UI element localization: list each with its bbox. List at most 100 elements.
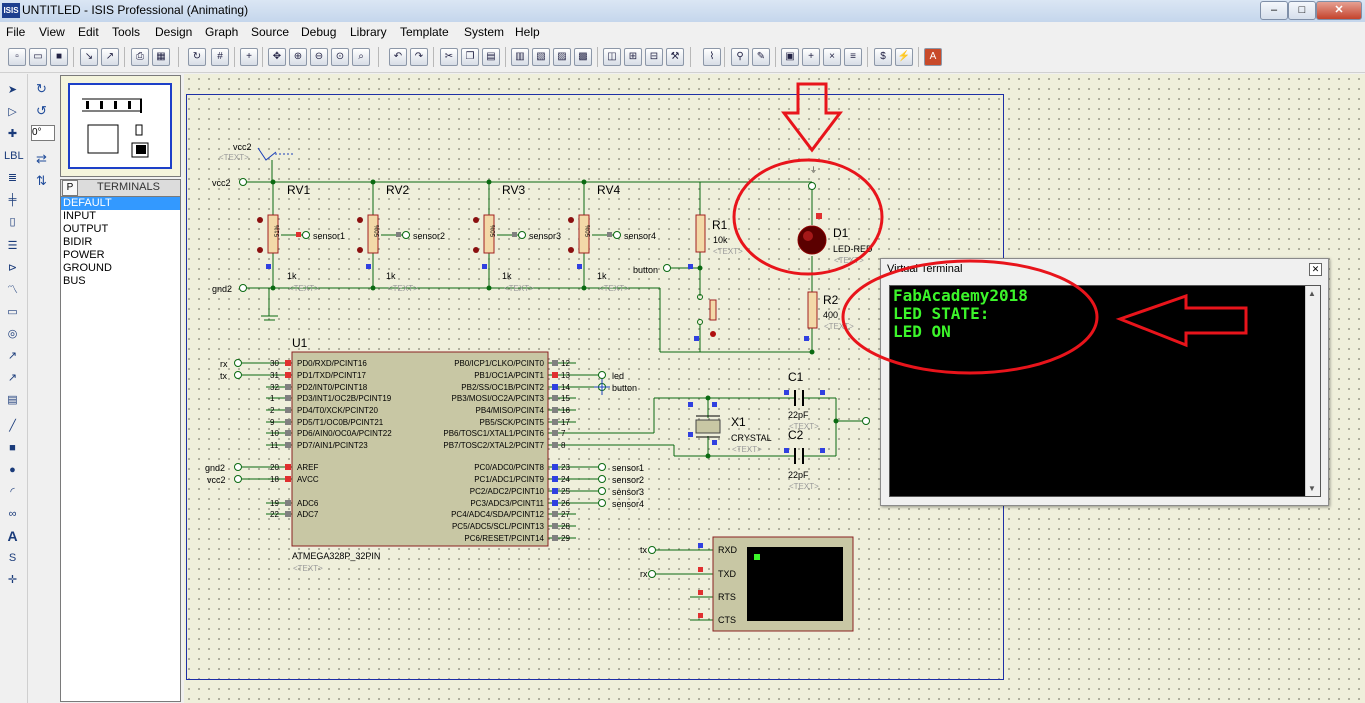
print-area-icon[interactable]: ▦ — [152, 48, 170, 66]
selection-mode-icon[interactable]: ➤ — [7, 84, 18, 96]
menu-tools[interactable]: Tools — [112, 25, 141, 39]
bus-icon[interactable]: ╪ — [8, 194, 17, 206]
virtual-terminal-titlebar[interactable]: Virtual Terminal ✕ — [881, 259, 1328, 279]
zoom-all-icon[interactable]: ⊙ — [331, 48, 349, 66]
flip-vertical-icon[interactable]: ⇅ — [36, 173, 47, 188]
packaging-tool-icon[interactable]: ⊟ — [645, 48, 663, 66]
terminals-mode-icon[interactable]: ☰ — [7, 240, 18, 252]
block-rotate-icon[interactable]: ▨ — [553, 48, 571, 66]
overview-window[interactable] — [60, 75, 181, 177]
delete-sheet-icon[interactable]: × — [823, 48, 841, 66]
zoom-in-icon[interactable]: ⊕ — [289, 48, 307, 66]
copy-icon[interactable]: ❐ — [461, 48, 479, 66]
terminal-scrollbar[interactable]: ▲ ▼ — [1305, 286, 1320, 496]
menu-graph[interactable]: Graph — [205, 25, 239, 39]
maximize-button[interactable]: □ — [1288, 1, 1316, 20]
subcircuit-icon[interactable]: ▯ — [9, 216, 16, 228]
box-tool-icon[interactable]: ■ — [9, 442, 16, 454]
grid-icon[interactable]: # — [211, 48, 229, 66]
menu-system[interactable]: System — [464, 25, 505, 39]
arc-tool-icon[interactable]: ◜ — [10, 486, 15, 498]
terminal-power[interactable]: POWER — [63, 249, 105, 261]
potentiometer-rv4[interactable] — [568, 214, 612, 269]
generator-icon[interactable]: ◎ — [7, 328, 18, 340]
minimize-button[interactable]: – — [1260, 1, 1288, 20]
potentiometer-rv2[interactable] — [357, 214, 401, 269]
zoom-area-icon[interactable]: ⌕ — [352, 48, 370, 66]
virtual-terminal-component[interactable] — [698, 536, 854, 632]
design-explorer-icon[interactable]: ▣ — [781, 48, 799, 66]
rotation-angle-field[interactable]: 0° — [31, 125, 55, 141]
menu-source[interactable]: Source — [251, 25, 290, 39]
component-mode-icon[interactable]: ▷ — [8, 106, 17, 118]
redo-icon[interactable]: ↷ — [410, 48, 428, 66]
block-move-icon[interactable]: ▧ — [532, 48, 550, 66]
menu-template[interactable]: Template — [400, 25, 449, 39]
capacitor-c2[interactable] — [784, 448, 825, 464]
text-script-icon[interactable]: ≣ — [7, 172, 18, 184]
marker-tool-icon[interactable]: ✛ — [7, 574, 18, 586]
new-file-icon[interactable]: ▫ — [8, 48, 26, 66]
device-pins-icon[interactable]: ⊳ — [7, 262, 18, 274]
wire-label-icon[interactable]: LBL — [4, 150, 24, 162]
capacitor-c1[interactable] — [784, 390, 825, 406]
origin-icon[interactable]: + — [240, 48, 258, 66]
menu-file[interactable]: File — [6, 25, 26, 39]
new-sheet-icon[interactable]: + — [802, 48, 820, 66]
circle-tool-icon[interactable]: ● — [9, 464, 16, 476]
search-tag-icon[interactable]: ⚲ — [731, 48, 749, 66]
cut-icon[interactable]: ✂ — [440, 48, 458, 66]
line-tool-icon[interactable]: ╱ — [9, 420, 16, 432]
potentiometer-rv1[interactable] — [257, 214, 301, 269]
crystal-x1[interactable] — [688, 402, 721, 445]
virtual-terminal-window[interactable]: Virtual Terminal ✕ FabAcademy2018 LED ST… — [880, 258, 1329, 506]
menu-library[interactable]: Library — [350, 25, 387, 39]
menu-edit[interactable]: Edit — [78, 25, 99, 39]
pan-icon[interactable]: ✥ — [268, 48, 286, 66]
menu-help[interactable]: Help — [515, 25, 540, 39]
terminal-default[interactable]: DEFAULT — [61, 197, 180, 210]
make-device-icon[interactable]: ⊞ — [624, 48, 642, 66]
ares-icon[interactable]: A — [924, 48, 942, 66]
zoom-out-icon[interactable]: ⊖ — [310, 48, 328, 66]
text-tool-icon[interactable]: A — [7, 528, 18, 544]
paste-icon[interactable]: ▤ — [482, 48, 500, 66]
save-file-icon[interactable]: ■ — [50, 48, 68, 66]
terminal-output[interactable]: FabAcademy2018 LED STATE: LED ON ▲ ▼ — [889, 285, 1321, 497]
resistor-r1[interactable] — [688, 214, 706, 269]
current-probe-icon[interactable]: ↗ — [7, 372, 18, 384]
block-delete-icon[interactable]: ▩ — [574, 48, 592, 66]
push-button[interactable] — [694, 294, 717, 342]
scroll-up-icon[interactable]: ▲ — [1308, 289, 1316, 298]
menu-view[interactable]: View — [39, 25, 65, 39]
symbol-tool-icon[interactable]: S — [8, 552, 17, 564]
menu-debug[interactable]: Debug — [301, 25, 337, 39]
terminal-ground[interactable]: GROUND — [63, 262, 112, 274]
netlist-icon[interactable]: ≡ — [844, 48, 862, 66]
tape-recorder-icon[interactable]: ▭ — [7, 306, 18, 318]
wire-autorouter-icon[interactable]: ⌇ — [703, 48, 721, 66]
property-tool-icon[interactable]: ✎ — [752, 48, 770, 66]
terminal-output[interactable]: OUTPUT — [63, 223, 109, 235]
refresh-icon[interactable]: ↻ — [188, 48, 206, 66]
electrical-check-icon[interactable]: ⚡ — [895, 48, 913, 66]
rotate-clockwise-icon[interactable]: ↻ — [36, 81, 47, 96]
terminal-bidir[interactable]: BIDIR — [63, 236, 93, 248]
rotate-anticlockwise-icon[interactable]: ↺ — [36, 103, 47, 118]
undo-icon[interactable]: ↶ — [389, 48, 407, 66]
graph-mode-icon[interactable]: 〽 — [7, 284, 18, 296]
block-copy-icon[interactable]: ▥ — [511, 48, 529, 66]
flip-horizontal-icon[interactable]: ⇄ — [36, 151, 47, 166]
terminal-bus[interactable]: BUS — [63, 275, 86, 287]
virtual-instruments-icon[interactable]: ▤ — [7, 394, 18, 406]
virtual-terminal-close-icon[interactable]: ✕ — [1309, 263, 1322, 276]
decompose-icon[interactable]: ⚒ — [666, 48, 684, 66]
path-tool-icon[interactable]: ∞ — [8, 508, 17, 520]
scroll-down-icon[interactable]: ▼ — [1308, 484, 1316, 493]
bill-of-materials-icon[interactable]: $ — [874, 48, 892, 66]
terminal-input[interactable]: INPUT — [63, 210, 96, 222]
voltage-probe-icon[interactable]: ↗ — [7, 350, 18, 362]
open-file-icon[interactable]: ▭ — [29, 48, 47, 66]
pick-device-icon[interactable]: ◫ — [603, 48, 621, 66]
menu-design[interactable]: Design — [155, 25, 193, 39]
